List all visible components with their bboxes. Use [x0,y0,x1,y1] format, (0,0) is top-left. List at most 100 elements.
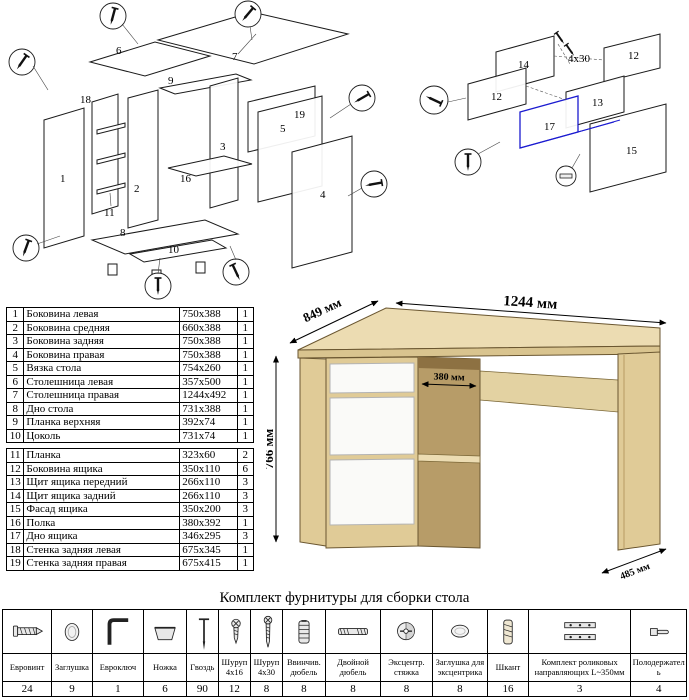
panel-top-left [88,41,212,77]
desk-top-surface [297,307,661,351]
parts-cell-name: Боковина средняя [23,320,181,335]
exploded-panels [43,11,353,282]
parts-cell-name: Вязка стола [23,361,181,376]
leg-icon [143,609,187,654]
parts-cell-size: 750x388 [179,347,238,362]
part-label: 2 [134,183,140,195]
hardware-item-name: Эксцентр. стяжка [380,653,433,682]
parts-cell-num: 9 [5,415,25,430]
dim-line-849 [289,300,379,344]
parts-cell-size: 675x345 [179,542,238,557]
drawer-front-top [329,362,415,394]
drawer-slides-icon [527,609,632,654]
hardware-item-name: Гвоздь [185,653,219,682]
parts-cell-num: 17 [5,529,25,544]
parts-cell-name: Цоколь [23,428,181,443]
drawer-side-right [603,33,661,83]
dim-label-380: 380 мм [433,371,465,383]
parts-cell-size: 266x110 [179,475,238,490]
hardware-item-qty: 8 [324,681,382,697]
panel-side-right [291,135,353,269]
parts-cell-num: 13 [5,475,25,490]
parts-cell-qty: 1 [236,361,255,376]
part-label: 11 [104,207,115,219]
cap-icon [51,609,93,654]
leg-3 [195,261,206,274]
parts-cell-size: 380x392 [179,515,238,530]
parts-cell-qty: 1 [236,415,255,430]
double-dowel-icon [324,609,382,654]
part-label: 4 [320,189,326,201]
dim-label-485: 485 мм [619,561,652,582]
parts-cell-qty: 3 [236,502,255,517]
parts-cell-name: Дно стола [23,401,181,416]
parts-cell-name: Щит ящика передний [23,475,181,490]
part-label: 12 [628,50,639,62]
parts-cell-num: 3 [5,334,25,349]
hardware-item-qty: 8 [431,681,489,697]
cam-lock-icon [380,609,433,654]
hardware-item-name: Шуруп 4x30 [249,653,284,682]
leader-lines [32,23,363,275]
parts-cell-qty: 1 [236,347,255,362]
hardware-item-name: Ввинчив. дюбель [282,653,326,682]
parts-cell-name: Боковина левая [23,307,181,322]
hex-key-icon [91,609,145,654]
hardware-item-name: Заглушка [51,653,93,682]
part-label: 6 [116,45,122,57]
drawer-number-labels: 14 12 12 13 17 15 4x30 [491,50,639,157]
parts-cell-name: Планка верхняя [23,415,181,430]
panel-side-middle [127,89,159,229]
wood-dowel-icon [487,609,529,654]
part-label: 1 [60,173,66,185]
hardware-item-qty: 16 [487,681,529,697]
parts-cell-num: 4 [5,347,25,362]
parts-cell-size: 323x60 [179,448,238,463]
parts-cell-num: 12 [5,461,25,476]
hardware-item-qty: 24 [1,681,53,697]
parts-cell-qty: 1 [236,542,255,557]
parts-cell-size: 350x200 [179,502,238,517]
hardware-kit-section: Комплект фурнитуры для сборки стола Евро… [1,590,687,697]
parts-cell-size: 357x500 [179,374,238,389]
parts-cell-name: Фасад ящика [23,502,181,517]
hardware-item-name: Полодержатель [630,653,687,682]
parts-cell-qty: 1 [236,388,255,403]
parts-cell-size: 750x388 [179,307,238,322]
leg-1 [107,263,118,276]
parts-cell-qty: 1 [236,401,255,416]
dim-label-1244: 1244 мм [503,296,558,313]
parts-cell-num: 7 [5,388,25,403]
parts-cell-size: 350x110 [179,461,238,476]
drawer-leader-lines [447,97,581,169]
part-label: 15 [626,145,638,157]
parts-cell-size: 675x415 [179,556,238,571]
bottom-guide-lines [519,119,621,149]
parts-cell-num: 5 [5,361,25,376]
panel-back-left [91,93,119,215]
hardware-item-qty: 1 [91,681,145,697]
parts-cell-size: 754x260 [179,361,238,376]
hardware-item-name: Шкант [487,653,529,682]
open-shelf-compartment [417,356,481,549]
parts-cell-name: Дно ящика [23,529,181,544]
parts-cell-qty: 1 [236,320,255,335]
parts-cell-num: 10 [5,428,25,443]
hardware-item-qty: 6 [143,681,187,697]
